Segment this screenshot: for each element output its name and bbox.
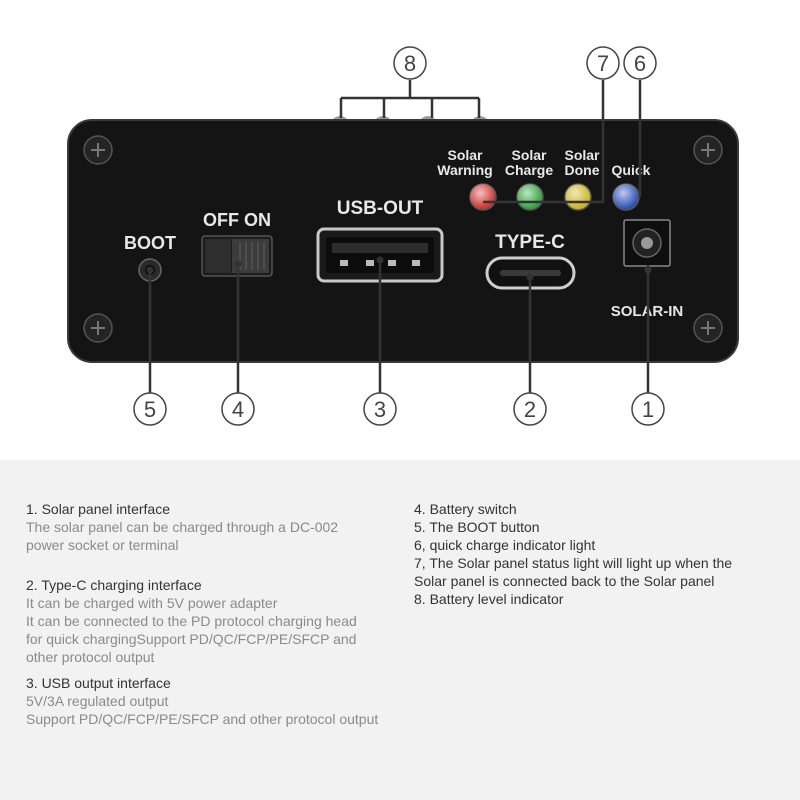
screw-icon bbox=[83, 135, 113, 165]
description-column-left: 1. Solar panel interface The solar panel… bbox=[26, 500, 406, 750]
screw-icon bbox=[693, 313, 723, 343]
description-title: 2. Type-C charging interface bbox=[26, 577, 202, 593]
leader-dots bbox=[146, 256, 652, 281]
callout-4: 4 bbox=[221, 392, 255, 426]
callout-7-number: 7 bbox=[597, 51, 609, 76]
callout-8-number: 8 bbox=[404, 51, 416, 76]
description-item-8: 8. Battery level indicator bbox=[414, 591, 564, 607]
description-title: 3. USB output interface bbox=[26, 675, 171, 691]
device-diagram: BOOT OFF ON USB-OUT TYPE-C SOLAR-IN Sola… bbox=[67, 46, 739, 426]
description-column-right: 4. Battery switch 5. The BOOT button 6, … bbox=[414, 500, 784, 608]
led-label-quick-line2: Quick bbox=[612, 162, 651, 178]
callout-2: 2 bbox=[513, 392, 547, 426]
solar-in-jack[interactable] bbox=[623, 219, 671, 267]
callout-3: 3 bbox=[363, 392, 397, 426]
callout-1-number: 1 bbox=[642, 397, 654, 422]
solar-warning-led bbox=[469, 183, 497, 211]
description-item-7-cont: Solar panel is connected back to the Sol… bbox=[414, 573, 715, 589]
led-labels: Solar Warning Solar Charge Solar Done Qu… bbox=[437, 147, 650, 178]
led-label-done-line2: Done bbox=[565, 162, 600, 178]
callout-6-number: 6 bbox=[634, 51, 646, 76]
screw-icon bbox=[693, 135, 723, 165]
led-label-warning-line1: Solar bbox=[447, 147, 483, 163]
callout-5: 5 bbox=[133, 392, 167, 426]
description-title: 1. Solar panel interface bbox=[26, 501, 170, 517]
callout-6: 6 bbox=[623, 46, 657, 80]
callout-8: 8 bbox=[393, 46, 427, 80]
solar-charge-led bbox=[516, 183, 544, 211]
solar-done-led bbox=[564, 183, 592, 211]
description-item-1: 1. Solar panel interface The solar panel… bbox=[26, 500, 406, 554]
description-item-4: 4. Battery switch bbox=[414, 501, 517, 517]
type-c-label: TYPE-C bbox=[495, 232, 565, 253]
description-area: 1. Solar panel interface The solar panel… bbox=[0, 460, 800, 800]
description-line: It can be connected to the PD protocol c… bbox=[26, 613, 357, 629]
callout-7: 7 bbox=[586, 46, 620, 80]
battery-switch[interactable] bbox=[201, 235, 273, 277]
description-line: for quick chargingSupport PD/QC/FCP/PE/S… bbox=[26, 631, 357, 647]
description-item-3: 3. USB output interface 5V/3A regulated … bbox=[26, 674, 406, 728]
description-line: power socket or terminal bbox=[26, 537, 179, 553]
description-line: other protocol output bbox=[26, 649, 155, 665]
callout-1: 1 bbox=[631, 392, 665, 426]
led-label-charge-line1: Solar bbox=[511, 147, 547, 163]
callout-3-number: 3 bbox=[374, 397, 386, 422]
description-line: Support PD/QC/FCP/PE/SFCP and other prot… bbox=[26, 711, 379, 727]
description-item-7: 7, The Solar panel status light will lig… bbox=[414, 555, 733, 571]
description-line: 5V/3A regulated output bbox=[26, 693, 169, 709]
screw-icon bbox=[83, 313, 113, 343]
description-item-2: 2. Type-C charging interface It can be c… bbox=[26, 576, 406, 666]
description-line: The solar panel can be charged through a… bbox=[26, 519, 339, 535]
boot-label: BOOT bbox=[124, 233, 176, 253]
description-item-6: 6, quick charge indicator light bbox=[414, 537, 596, 553]
callout-2-number: 2 bbox=[524, 397, 536, 422]
led-label-warning-line2: Warning bbox=[437, 162, 492, 178]
offon-label: OFF ON bbox=[203, 210, 271, 230]
leader-lines bbox=[148, 80, 650, 393]
usb-out-port[interactable] bbox=[316, 227, 444, 283]
quick-charge-led bbox=[612, 183, 640, 211]
description-line: It can be charged with 5V power adapter bbox=[26, 595, 278, 611]
usb-out-label: USB-OUT bbox=[337, 198, 424, 219]
callout-5-number: 5 bbox=[144, 397, 156, 422]
callout-4-number: 4 bbox=[232, 397, 244, 422]
led-label-done-line1: Solar bbox=[564, 147, 600, 163]
led-label-charge-line2: Charge bbox=[505, 162, 553, 178]
description-item-5: 5. The BOOT button bbox=[414, 519, 540, 535]
